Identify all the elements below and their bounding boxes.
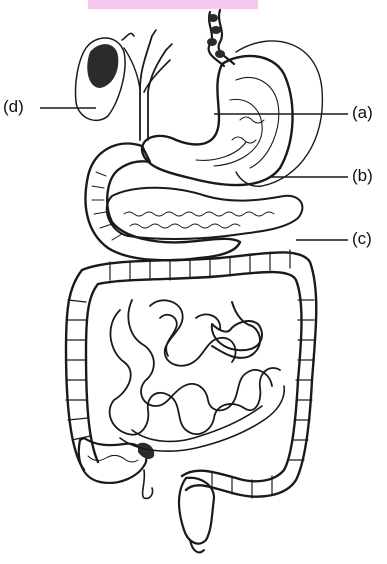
- leader-lines: [40, 108, 348, 240]
- pancreas: [107, 188, 303, 239]
- label-c: (c): [352, 230, 372, 247]
- small-intestine: [110, 300, 285, 451]
- caecum-appendix: [79, 438, 154, 498]
- large-intestine: [66, 250, 316, 498]
- bile-duct: [124, 30, 172, 140]
- oesophagus: [207, 10, 234, 66]
- watermark-strip: [88, 0, 258, 9]
- label-d: (d): [3, 98, 24, 115]
- stomach: [142, 56, 293, 185]
- rectum: [179, 478, 214, 553]
- label-a: (a): [352, 104, 373, 121]
- label-b: (b): [352, 167, 373, 184]
